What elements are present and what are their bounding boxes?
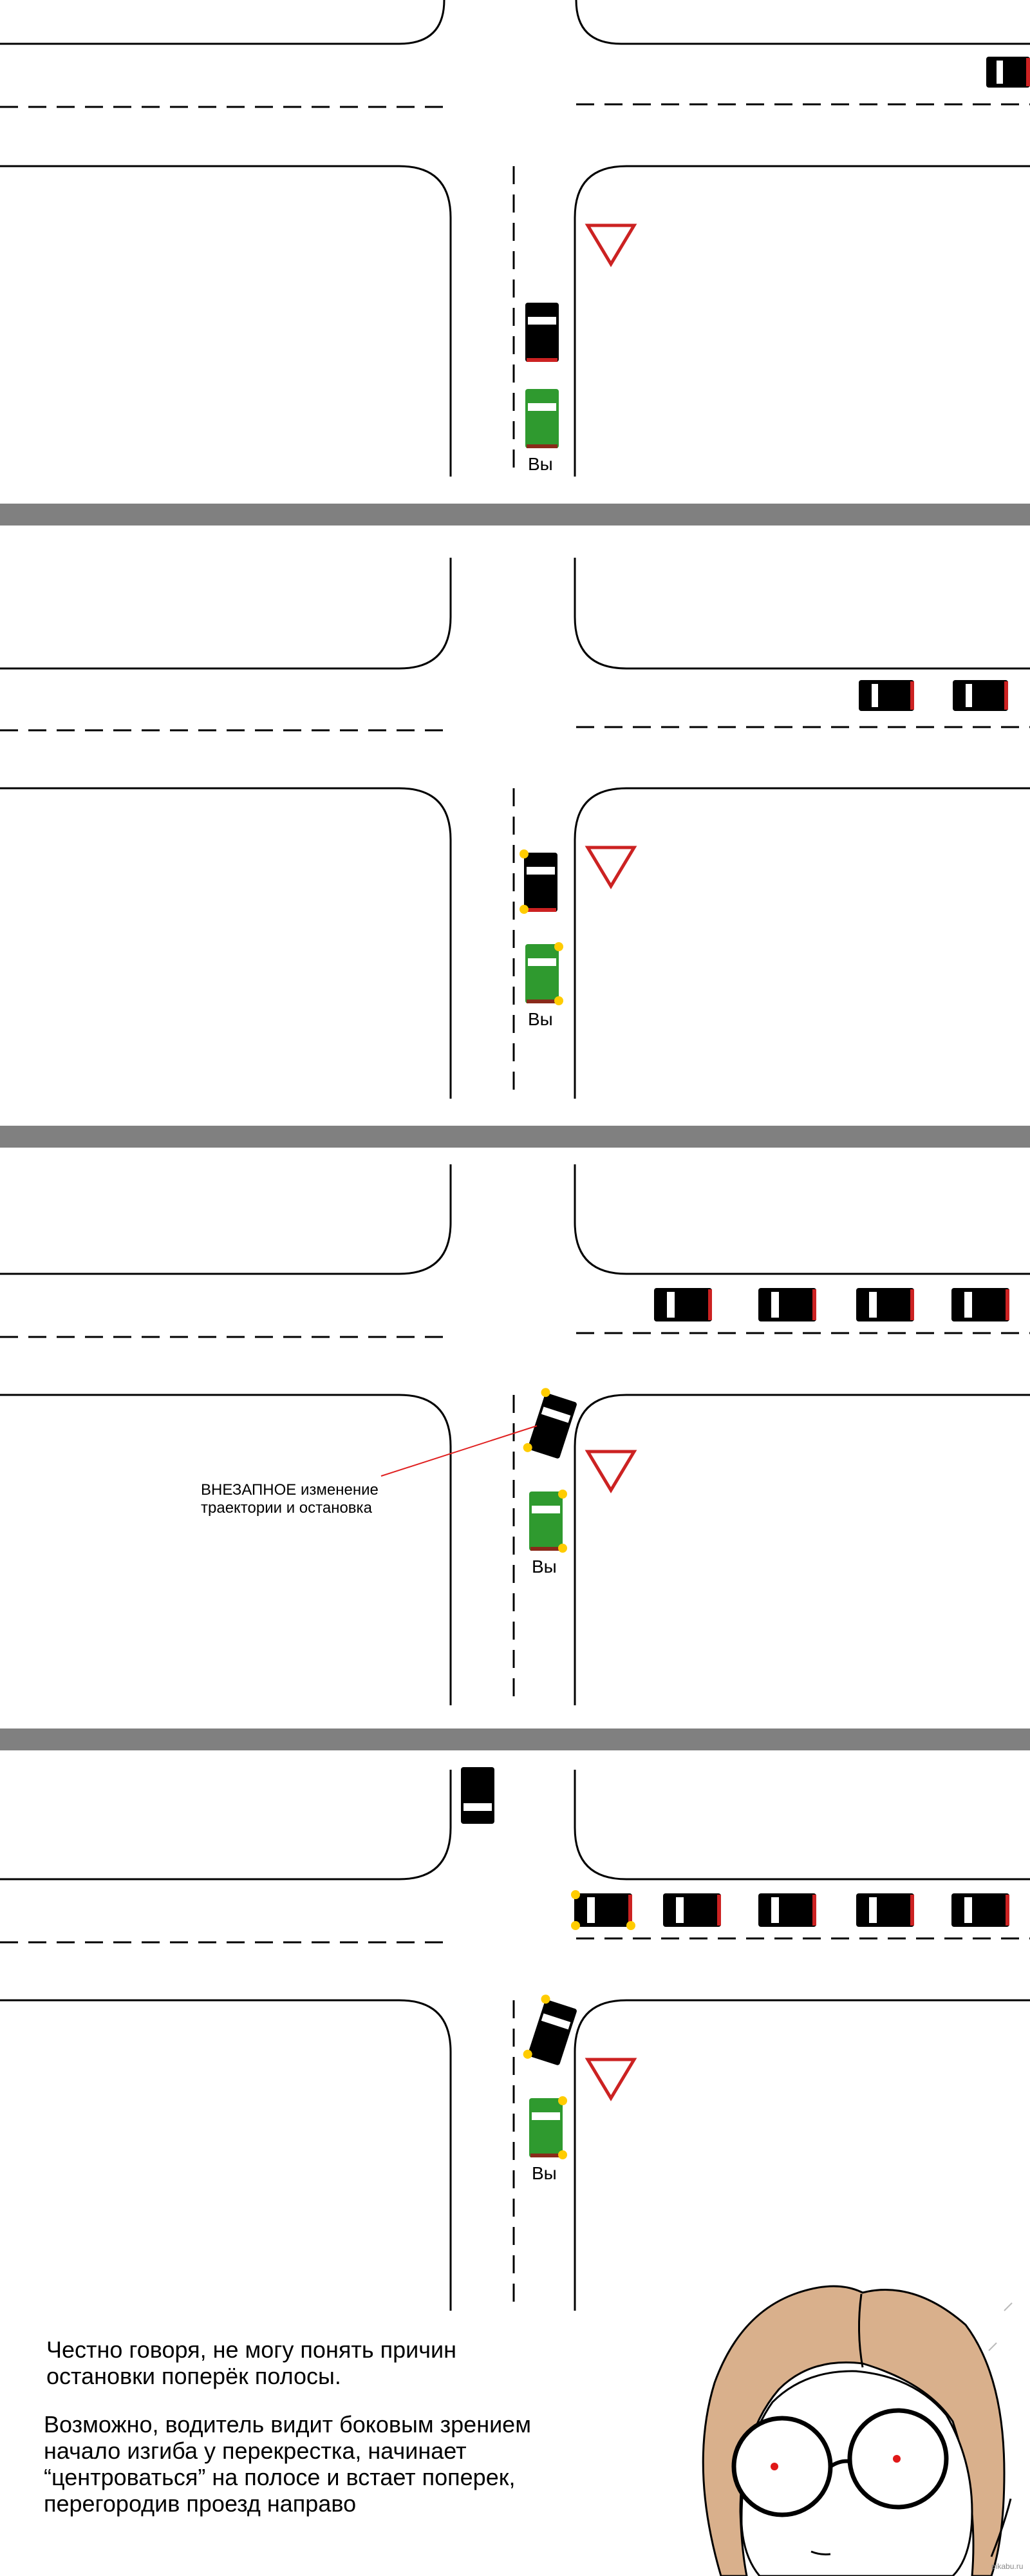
panel-separator (0, 504, 1030, 526)
curb-top-left (0, 1770, 452, 1880)
mouth (810, 2550, 831, 2555)
hazard-light-icon (541, 1994, 550, 2004)
curb-bottom-left (0, 1999, 452, 2311)
scene-panel-2: Вы (0, 526, 1030, 1105)
eye-right (893, 2455, 901, 2463)
hazard-light-icon (571, 1890, 580, 1899)
hazard-light-icon (520, 849, 529, 858)
traffic-car (654, 1288, 712, 1321)
hazard-light-icon (558, 1544, 567, 1553)
curb-top-right (575, 0, 1030, 45)
traffic-car (758, 1893, 816, 1927)
hazard-light-icon (558, 2150, 567, 2159)
traffic-car (856, 1893, 914, 1927)
hazard-light-icon (558, 1490, 567, 1499)
curb-bottom-left (0, 787, 452, 1099)
curb-bottom-right (574, 787, 1030, 1099)
curb-top-left (0, 558, 452, 670)
curb-bottom-right (574, 1394, 1030, 1705)
traffic-car (953, 680, 1008, 711)
your-car (529, 2096, 567, 2159)
hazard-light-icon (558, 2096, 567, 2105)
label-you: Вы (532, 2163, 557, 2183)
hair-icon (702, 2285, 1006, 2576)
black-car-angled (523, 1388, 577, 1459)
curb-top-right (574, 558, 1030, 670)
hazard-light-icon (626, 1921, 635, 1930)
annotation-pointer-line (380, 1425, 538, 1477)
black-car-ahead (525, 303, 559, 362)
traffic-car (663, 1893, 721, 1927)
commentary-line: перегородив проезд направо (44, 2490, 357, 2517)
black-car-leaving (461, 1767, 494, 1824)
hazard-light-icon (554, 996, 563, 1005)
commentary-paragraph-2: Возможно, водитель видит боковым зрением… (44, 2411, 531, 2517)
black-car-ahead (520, 849, 557, 914)
curb-bottom-left (0, 165, 452, 477)
annotation-line-2: траектории и остановка (201, 1499, 372, 1517)
curb-bottom-right (574, 1999, 1030, 2311)
label-you: Вы (528, 454, 553, 474)
panel-separator (0, 1126, 1030, 1148)
scene-panel-3: Вы ВНЕЗАПНОЕ изменение траектории и оста… (0, 1148, 1030, 1730)
traffic-car (856, 1288, 914, 1321)
intersection-diagram: Вы (0, 1164, 1030, 1705)
annotation-text: ВНЕЗАПНОЕ изменение траектории и останов… (201, 1481, 379, 1517)
intersection-diagram: Вы (0, 0, 1030, 477)
hazard-light-icon (520, 905, 529, 914)
traffic-car (758, 1288, 816, 1321)
hazard-light-icon (523, 1443, 532, 1452)
curb-bottom-right (574, 165, 1030, 477)
hazard-light-icon (541, 1388, 550, 1397)
traffic-car (951, 1893, 1009, 1927)
curb-top-right (574, 1770, 1030, 1880)
yield-sign-icon (585, 1450, 637, 1493)
glasses-left-lens (731, 2416, 833, 2517)
commentary-line: начало изгиба у перекрестка, начинает (44, 2438, 467, 2464)
commentary-line: Честно говоря, не могу понять причин (46, 2336, 456, 2363)
hazard-light-icon (523, 2049, 532, 2059)
face-illustration (702, 2285, 1013, 2576)
intersection-diagram: Вы (0, 558, 1030, 1099)
scene-panel-4: Вы (0, 1750, 1030, 2321)
traffic-car (986, 57, 1030, 88)
curb-top-left (0, 0, 445, 45)
watermark: pikabu.ru (991, 2562, 1024, 2571)
commentary-line: Возможно, водитель видит боковым зрением (44, 2411, 531, 2438)
yield-sign-icon (585, 223, 637, 267)
label-you: Вы (528, 1009, 553, 1029)
black-car-angled (523, 1994, 577, 2065)
curb-top-right (574, 1164, 1030, 1275)
your-car (525, 942, 563, 1005)
traffic-car (571, 1890, 635, 1930)
commentary-line: остановки поперёк полосы. (46, 2363, 341, 2389)
annotation-line-1: ВНЕЗАПНОЕ изменение (201, 1481, 379, 1499)
eye-left (771, 2463, 778, 2470)
yield-sign-icon (585, 2058, 637, 2101)
commentary-line: “центроваться” на полосе и встает попере… (44, 2464, 516, 2490)
hazard-light-icon (554, 942, 563, 951)
curb-top-left (0, 1164, 452, 1275)
intersection-diagram: Вы (0, 1767, 1030, 2311)
label-you: Вы (532, 1557, 557, 1577)
yield-sign-icon (585, 846, 637, 889)
hazard-light-icon (571, 1921, 580, 1930)
scene-panel-1: Вы (0, 0, 1030, 502)
panel-separator (0, 1728, 1030, 1750)
curb-bottom-left (0, 1394, 452, 1705)
your-car (529, 1490, 567, 1553)
commentary-paragraph-1: Честно говоря, не могу понять причин ост… (46, 2336, 456, 2389)
traffic-car (951, 1288, 1009, 1321)
traffic-car (859, 680, 914, 711)
your-car (525, 389, 559, 448)
